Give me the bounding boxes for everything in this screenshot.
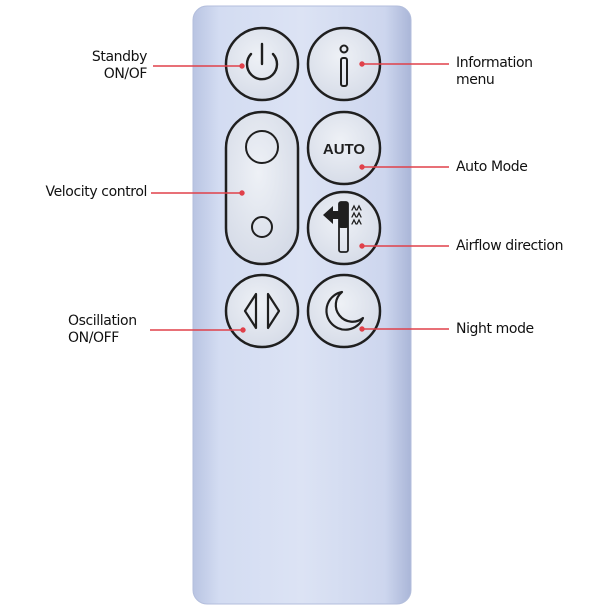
callout-lines xyxy=(150,61,449,333)
airflow-direction-icon xyxy=(323,201,362,253)
label-oscillation-line2: ON/OFF xyxy=(68,330,119,346)
label-standby-line2: ON/OF xyxy=(103,66,148,82)
callout-dot-night xyxy=(359,326,365,332)
label-standby-line1: Standby xyxy=(91,49,147,65)
oscillation-button[interactable] xyxy=(224,273,300,349)
auto-button-label: AUTO xyxy=(323,141,366,158)
oscillation-arrows-icon xyxy=(243,292,281,330)
callout-dot-airflow xyxy=(359,243,365,249)
label-airflow-text: Airflow direction xyxy=(456,238,564,254)
label-auto-mode-text: Auto Mode xyxy=(456,159,528,175)
callout-dot-oscillation xyxy=(240,327,246,333)
airflow-direction-button[interactable] xyxy=(306,190,382,266)
label-night: Night mode xyxy=(456,321,534,338)
callout-dot-velocity xyxy=(239,190,245,196)
label-velocity: Velocity control xyxy=(20,184,148,201)
info-icon xyxy=(339,44,349,87)
label-oscillation-line1: Oscillation xyxy=(68,313,137,329)
power-icon xyxy=(245,42,279,81)
crescent-moon-icon xyxy=(325,290,365,331)
callout-dot-auto xyxy=(359,164,365,170)
label-information: Information menu xyxy=(456,55,533,89)
label-information-line2: menu xyxy=(456,72,495,88)
label-night-text: Night mode xyxy=(456,321,534,337)
night-mode-button[interactable] xyxy=(306,273,382,349)
callout-dot-standby xyxy=(239,63,245,69)
callout-dot-information xyxy=(359,61,365,67)
label-auto-mode: Auto Mode xyxy=(456,159,528,176)
speed-circles-icon xyxy=(245,130,279,238)
standby-button[interactable] xyxy=(224,26,300,102)
velocity-control-button[interactable] xyxy=(224,110,300,266)
label-velocity-text: Velocity control xyxy=(45,184,148,200)
label-information-line1: Information xyxy=(456,55,533,71)
auto-mode-button[interactable]: AUTO xyxy=(306,110,382,186)
label-airflow: Airflow direction xyxy=(456,238,563,255)
label-oscillation: Oscillation ON/OFF xyxy=(68,313,137,347)
label-standby: Standby ON/OF xyxy=(60,49,147,83)
